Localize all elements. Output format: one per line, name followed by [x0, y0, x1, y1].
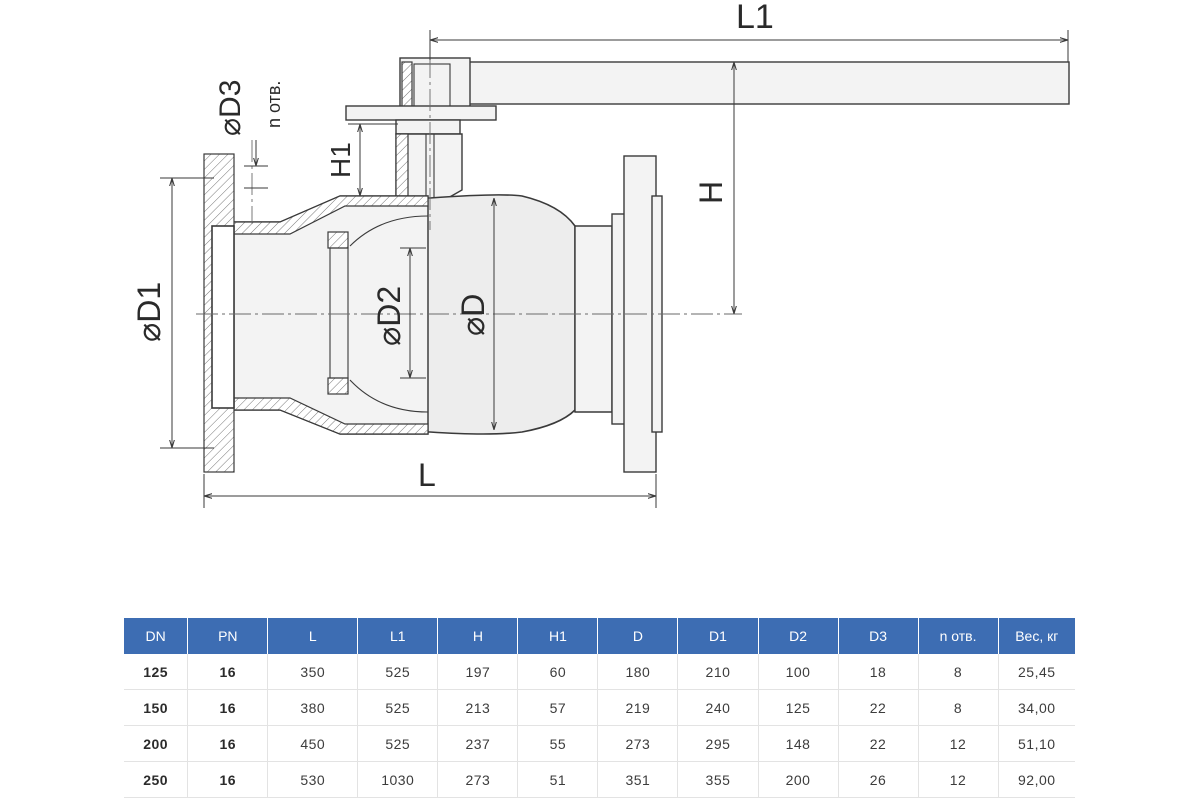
cell-d1: 240 [677, 689, 759, 726]
cell-l: 450 [267, 725, 359, 762]
lever-handle [462, 61, 1070, 105]
cell-dn: 250 [124, 761, 189, 798]
cell-pn: 16 [187, 725, 269, 762]
cell-dn: 125 [124, 654, 189, 690]
cell-l1: 525 [357, 689, 439, 726]
specification-table: DN PN L L1 H H1 D D1 D2 D3 n отв. Вес, к… [124, 618, 1075, 798]
cell-n-holes: 12 [918, 725, 999, 762]
cell-dn: 200 [124, 725, 189, 762]
cell-l: 380 [267, 689, 359, 726]
label-D: ⌀D [455, 294, 491, 336]
cell-n-holes: 8 [918, 689, 999, 726]
cell-weight: 34,00 [998, 689, 1075, 726]
table-row: 150 16 380 525 213 57 219 240 125 22 8 3… [124, 689, 1075, 726]
cell-n-holes: 8 [918, 654, 999, 690]
header-n-holes: n отв. [918, 618, 999, 654]
header-d2: D2 [758, 618, 839, 654]
header-h: H [437, 618, 519, 654]
cell-d: 273 [597, 725, 679, 762]
label-H1: H1 [325, 142, 356, 178]
header-pn: PN [187, 618, 269, 654]
cell-h1: 51 [517, 761, 599, 798]
cell-pn: 16 [187, 689, 269, 726]
cell-d2: 125 [758, 689, 839, 726]
label-n-holes: n отв. [264, 81, 284, 128]
table-row: 250 16 530 1030 273 51 351 355 200 26 12… [124, 761, 1075, 798]
cell-l: 530 [267, 761, 359, 798]
cell-d: 180 [597, 654, 679, 690]
valve-technical-drawing: L1 L H H1 ⌀D1 ⌀D2 ⌀D ⌀D3 n отв. [131, 0, 1070, 508]
cell-d3: 18 [838, 654, 919, 690]
cell-d2: 148 [758, 725, 839, 762]
cell-dn: 150 [124, 689, 189, 726]
cell-h: 273 [437, 761, 519, 798]
stem-assembly [345, 57, 497, 215]
label-H: H [693, 181, 729, 204]
cell-d2: 100 [758, 654, 839, 690]
table-row: 125 16 350 525 197 60 180 210 100 18 8 2… [124, 654, 1075, 690]
cell-h1: 55 [517, 725, 599, 762]
cell-d: 351 [597, 761, 679, 798]
cell-pn: 16 [187, 654, 269, 690]
cell-d1: 295 [677, 725, 759, 762]
cell-d2: 200 [758, 761, 839, 798]
label-L: L [418, 457, 436, 493]
cell-h: 237 [437, 725, 519, 762]
cell-l1: 525 [357, 725, 439, 762]
header-d: D [597, 618, 679, 654]
header-d1: D1 [677, 618, 759, 654]
label-L1: L1 [736, 0, 774, 36]
cell-weight: 25,45 [998, 654, 1075, 690]
header-h1: H1 [517, 618, 599, 654]
table-row: 200 16 450 525 237 55 273 295 148 22 12 … [124, 725, 1075, 762]
cell-l1: 1030 [357, 761, 439, 798]
label-D2: ⌀D2 [371, 286, 407, 346]
header-l: L [267, 618, 359, 654]
cell-l1: 525 [357, 654, 439, 690]
valve-body [203, 153, 663, 473]
cell-d3: 22 [838, 725, 919, 762]
cell-d3: 26 [838, 761, 919, 798]
cell-h: 213 [437, 689, 519, 726]
dimension-lines [160, 30, 1069, 508]
cell-l: 350 [267, 654, 359, 690]
cell-h: 197 [437, 654, 519, 690]
header-l1: L1 [357, 618, 439, 654]
cell-h1: 57 [517, 689, 599, 726]
cell-h1: 60 [517, 654, 599, 690]
cell-d: 219 [597, 689, 679, 726]
center-lines [196, 56, 742, 315]
cell-d3: 22 [838, 689, 919, 726]
table-header-row: DN PN L L1 H H1 D D1 D2 D3 n отв. Вес, к… [124, 618, 1075, 654]
cell-pn: 16 [187, 761, 269, 798]
cell-n-holes: 12 [918, 761, 999, 798]
cell-d1: 355 [677, 761, 759, 798]
header-dn: DN [124, 618, 189, 654]
header-d3: D3 [838, 618, 919, 654]
label-D3: ⌀D3 [214, 80, 247, 136]
cell-weight: 92,00 [998, 761, 1075, 798]
cell-weight: 51,10 [998, 725, 1075, 762]
header-weight: Вес, кг [998, 618, 1075, 654]
cell-d1: 210 [677, 654, 759, 690]
label-D1: ⌀D1 [131, 282, 167, 342]
